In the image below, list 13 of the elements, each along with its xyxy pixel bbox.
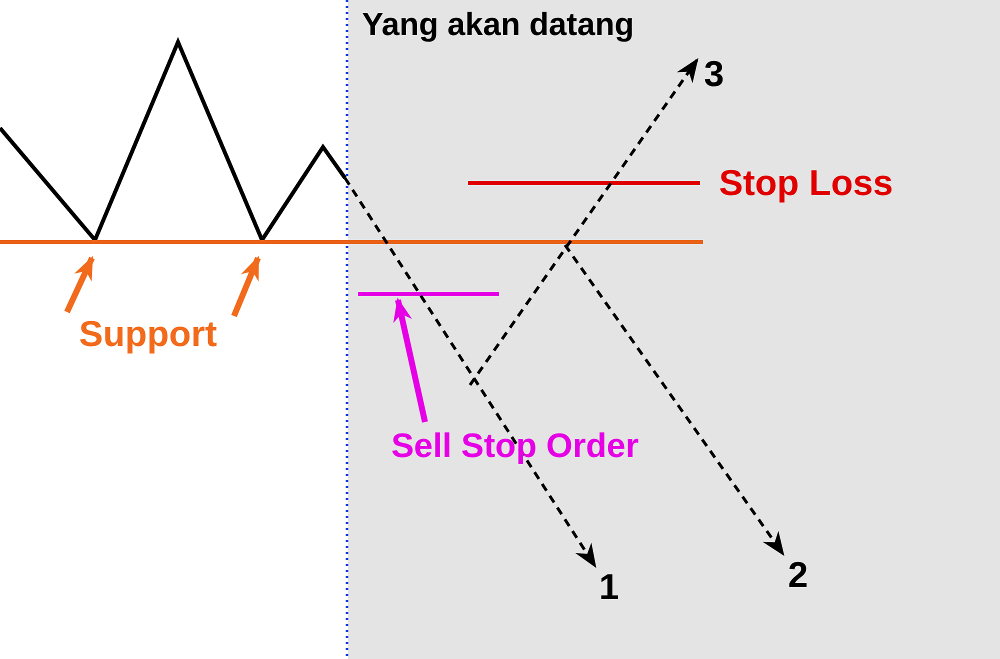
leader-arrow bbox=[393, 298, 428, 423]
projection-arrow bbox=[344, 177, 596, 568]
order-label: Sell Stop Order bbox=[356, 422, 674, 470]
support-label: Support bbox=[62, 312, 234, 356]
stop-loss-label: Stop Loss bbox=[719, 162, 894, 204]
projection-arrow bbox=[564, 244, 784, 556]
outcome-number: 1 bbox=[594, 566, 624, 608]
leader-arrow bbox=[231, 256, 261, 318]
projection-arrow bbox=[468, 58, 698, 386]
outcome-number: 3 bbox=[697, 52, 731, 96]
leader-arrow bbox=[64, 256, 95, 314]
section-heading: Yang akan datang bbox=[362, 6, 634, 43]
outcome-number: 2 bbox=[783, 554, 813, 596]
